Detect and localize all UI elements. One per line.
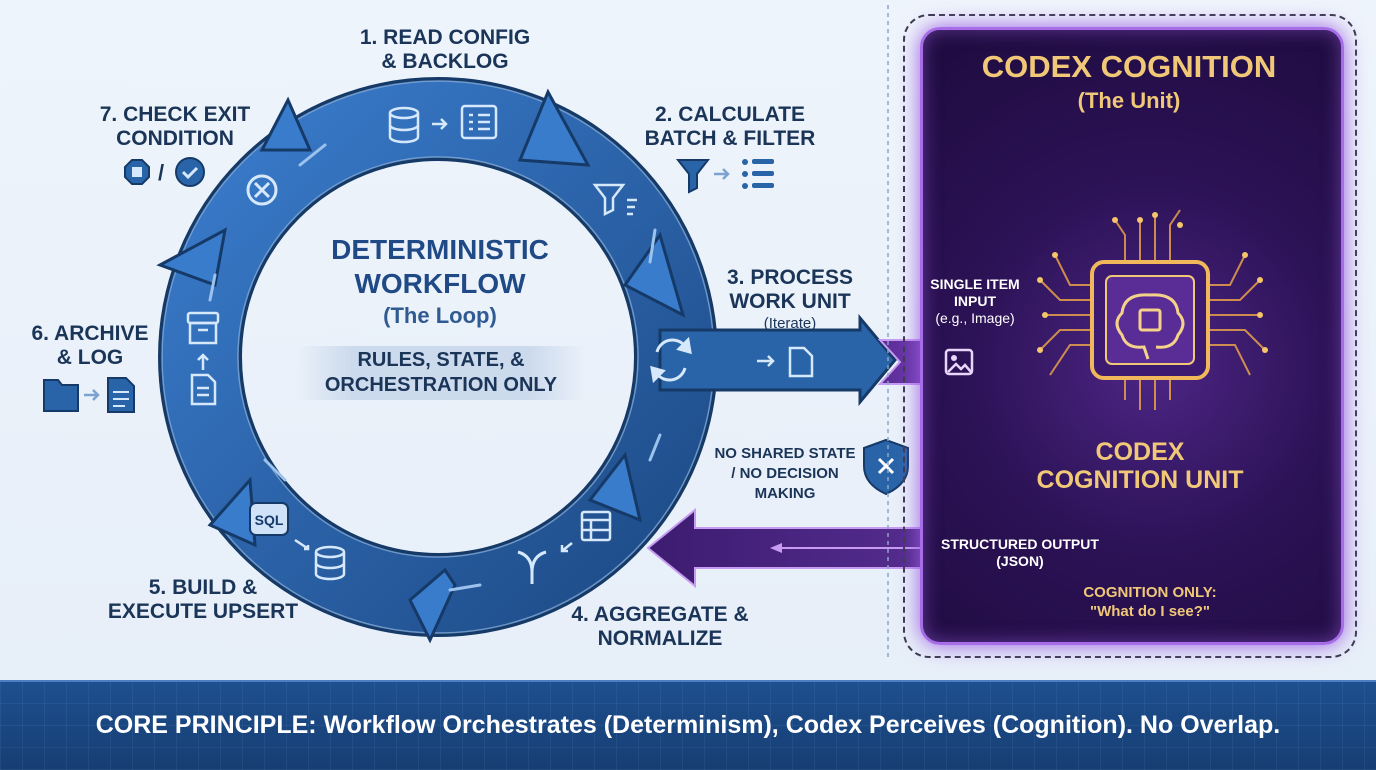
process-arrow	[658, 313, 897, 407]
document-icon	[788, 346, 814, 378]
loop-rules-line2: ORCHESTRATION ONLY	[324, 374, 558, 396]
ring-arrowhead	[259, 96, 313, 152]
output-label: STRUCTURED OUTPUT (JSON)	[920, 536, 1120, 570]
step-5-line2: EXECUTE UPSERT	[107, 600, 299, 623]
loop-subtitle: (The Loop)	[383, 303, 497, 328]
input-line1: SINGLE ITEM	[930, 276, 1020, 292]
sync-icon	[650, 336, 692, 384]
ring-arrowhead	[408, 567, 457, 644]
step-3-line2: WORK UNIT	[729, 290, 851, 313]
database-icon	[388, 106, 420, 144]
loop-rules: RULES, STATE, & ORCHESTRATION ONLY	[296, 346, 586, 400]
loop-title-line1: DETERMINISTIC	[331, 234, 549, 265]
ring-arrowhead	[156, 227, 228, 288]
list-icon	[460, 104, 498, 140]
step-1-line1: 1. READ CONFIG	[359, 26, 531, 49]
step-3-line1: 3. PROCESS	[726, 266, 854, 289]
sql-badge-text: SQL	[255, 512, 284, 528]
loop-title: DETERMINISTIC WORKFLOW	[300, 233, 580, 301]
step-7-line1: 7. CHECK EXIT	[99, 103, 251, 126]
stop-check-slash: /	[158, 160, 165, 185]
file-icon	[190, 373, 217, 406]
step-6-line2: & LOG	[56, 346, 124, 369]
filter-icon	[675, 159, 711, 194]
step-4-label: 4. AGGREGATE & NORMALIZE	[560, 603, 760, 651]
check-icon	[175, 157, 205, 187]
step-1-label: 1. READ CONFIG & BACKLOG	[345, 26, 545, 74]
archive-box-icon	[186, 311, 220, 345]
output-line2: (JSON)	[996, 553, 1044, 569]
boundary-note: NO SHARED STATE / NO DECISION MAKING	[700, 444, 870, 504]
core-principle-banner: CORE PRINCIPLE: Workflow Orchestrates (D…	[0, 680, 1376, 770]
chip-line2: COGNITION UNIT	[1036, 466, 1244, 494]
unit-title: CODEX COGNITION	[981, 49, 1277, 84]
step-4-line2: NORMALIZE	[597, 627, 723, 650]
step-1-line2: & BACKLOG	[381, 50, 509, 73]
chip-line1: CODEX	[1095, 438, 1185, 466]
step-4-line1: 4. AGGREGATE &	[571, 603, 749, 626]
cognition-only-line1: COGNITION ONLY:	[1083, 584, 1217, 601]
sql-icon	[249, 502, 289, 536]
loop-rules-line1: RULES, STATE, &	[357, 349, 525, 371]
input-line3: (e.g., Image)	[935, 310, 1015, 326]
list-icon	[742, 159, 774, 189]
ring-arrowhead	[517, 88, 591, 167]
filter-icon	[592, 183, 637, 217]
chip-label: CODEX COGNITION UNIT	[1020, 438, 1260, 494]
ring-arrowhead	[622, 231, 686, 318]
input-line2: INPUT	[954, 293, 996, 309]
cognition-only-label: COGNITION ONLY: "What do I see?"	[1060, 583, 1240, 621]
boundary-line1: NO SHARED STATE	[714, 445, 856, 462]
loop-title-line2: WORKFLOW	[354, 268, 526, 299]
step-3-note: (Iterate)	[763, 315, 817, 332]
input-label: SINGLE ITEM INPUT (e.g., Image)	[915, 276, 1035, 327]
exit-check-ring-icon	[246, 174, 278, 206]
step-5-line1: 5. BUILD &	[148, 576, 258, 599]
boundary-line3: MAKING	[754, 485, 816, 502]
step-2-label: 2. CALCULATE BATCH & FILTER	[620, 103, 840, 151]
boundary-line2: / NO DECISION	[731, 465, 839, 482]
codex-panel-dashed-border	[903, 14, 1357, 658]
step-6-label: 6. ARCHIVE & LOG	[20, 322, 160, 370]
unit-subtitle: (The Unit)	[1077, 88, 1181, 113]
step-2-line1: 2. CALCULATE	[654, 103, 806, 126]
ring-arrowhead	[587, 451, 643, 523]
step-3-label: 3. PROCESS WORK UNIT	[715, 266, 865, 314]
brain-chip-icon	[1037, 209, 1268, 410]
step-5-label: 5. BUILD & EXECUTE UPSERT	[103, 576, 303, 624]
folder-icon	[43, 379, 79, 412]
core-principle-text: CORE PRINCIPLE: Workflow Orchestrates (D…	[95, 711, 1281, 739]
image-icon	[944, 348, 974, 376]
step-7-label: 7. CHECK EXIT CONDITION	[90, 103, 260, 151]
step-2-line2: BATCH & FILTER	[644, 127, 816, 150]
cognition-only-line2: "What do I see?"	[1089, 603, 1211, 620]
step-7-line2: CONDITION	[116, 127, 234, 150]
database-icon	[314, 545, 346, 581]
merge-icon	[517, 550, 547, 584]
table-icon	[580, 510, 612, 542]
output-line1: STRUCTURED OUTPUT	[941, 536, 1099, 552]
step-6-line1: 6. ARCHIVE	[31, 322, 149, 345]
document-icon	[107, 377, 135, 413]
